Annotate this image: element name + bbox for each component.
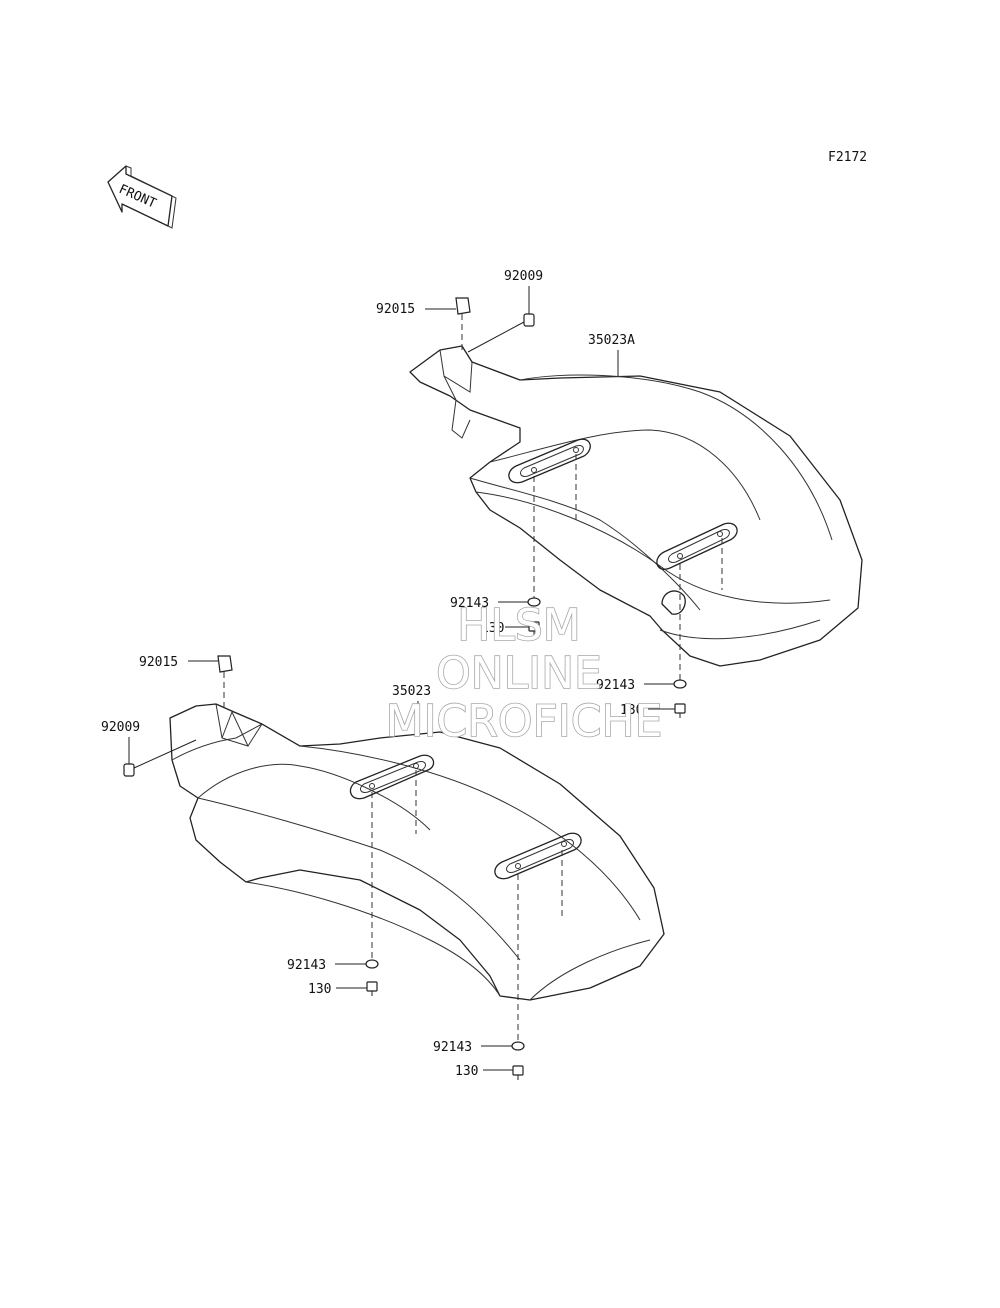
figure-code: F2172: [828, 150, 867, 165]
watermark: HLSM ONLINE MICROFICHE: [385, 599, 663, 748]
upper-fender: [409, 297, 863, 680]
callout-lower-washer-right: 92143: [433, 1040, 472, 1055]
watermark-line1: HLSM: [457, 600, 581, 651]
callout-lower-washer-left: 92143: [287, 958, 326, 973]
callout-upper-clip: 92015: [376, 302, 415, 317]
callout-lower-screw: 92009: [101, 720, 140, 735]
lower-screw-icon: [123, 739, 197, 777]
upper-bolt-right-icon: [674, 703, 686, 718]
callout-upper-bolt-left: 130: [481, 621, 504, 636]
upper-screw-icon: [467, 313, 535, 353]
callout-upper-fender: 35023A: [588, 333, 635, 348]
callout-upper-washer-right: 92143: [596, 678, 635, 693]
callout-lower-bolt-left: 130: [308, 982, 331, 997]
lower-bolt-right-icon: [512, 1065, 524, 1080]
lower-bolt-left-icon: [366, 981, 378, 996]
front-arrow-icon: FRONT: [107, 165, 177, 229]
callout-lower-bolt-right: 130: [455, 1064, 478, 1079]
lower-washer-right-icon: [511, 1041, 525, 1051]
callout-upper-screw: 92009: [504, 269, 543, 284]
watermark-line3: MICROFICHE: [386, 696, 663, 747]
lower-fender: [123, 655, 665, 1040]
callout-lower-clip: 92015: [139, 655, 178, 670]
upper-washer-right-icon: [673, 679, 687, 689]
callout-upper-bolt-right: 130: [620, 703, 643, 718]
watermark-line2: ONLINE: [436, 648, 602, 699]
callout-upper-washer-left: 92143: [450, 596, 489, 611]
callout-lower-fender: 35023: [392, 684, 431, 699]
lower-washer-left-icon: [365, 959, 379, 969]
